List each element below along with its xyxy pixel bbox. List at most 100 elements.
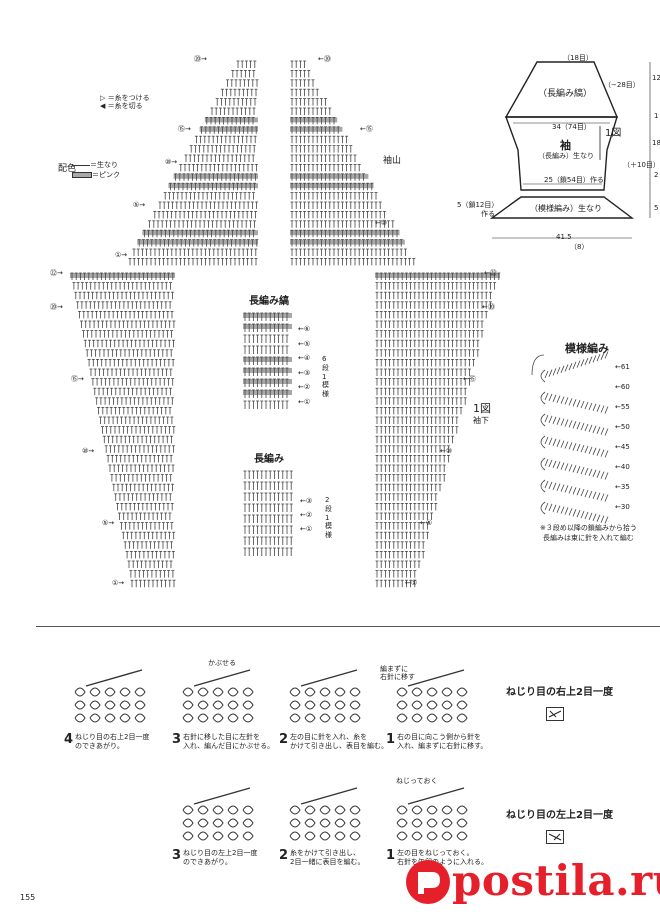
pattern-stitch <box>560 484 565 492</box>
pattern-row-num: ←45 <box>615 443 630 451</box>
pattern-stitch <box>588 512 593 521</box>
sodeshita-label: 袖下 <box>473 416 489 425</box>
pink-band <box>375 273 500 278</box>
pattern-stitch <box>600 352 605 360</box>
right-num-4: 5 <box>654 204 659 212</box>
sleeve-stripe: （長編み縞） <box>538 89 593 99</box>
pattern-stitch <box>580 444 585 453</box>
step-top-1-caption: 右の目に向こう側から針を 入れ、編まずに右針に移す。 <box>397 733 488 750</box>
pattern-stitch <box>576 360 581 368</box>
stripe-row-num: ←④ <box>298 354 311 362</box>
sleeve-top: （18目） <box>563 54 593 62</box>
sleeve-width: 34（74目） <box>552 123 591 131</box>
color-label: 配色 <box>58 164 77 174</box>
step-top-3-caption: 右針に移した目に左針を 入れ、編んだ目にかぶせる。 <box>183 733 275 750</box>
pattern-stitch <box>584 489 589 498</box>
pattern-stitch <box>572 421 577 429</box>
pattern-stitch <box>580 510 585 519</box>
pattern-stitch <box>604 351 609 359</box>
pattern-stitch <box>604 428 609 436</box>
legend: ▷ ＝糸をつける ◀ ＝糸を切る <box>100 94 150 110</box>
pattern-stitch <box>564 507 569 515</box>
pink-text: ＝ピンク <box>92 170 120 179</box>
row-num-side-left: ㉒→ <box>50 269 63 277</box>
pattern-stitch <box>564 364 569 372</box>
watermark-logo-icon <box>406 860 450 904</box>
stripe-row-num: ←⑥ <box>298 325 311 333</box>
step-top-3-num: 3 <box>172 732 182 747</box>
pattern-stitch <box>556 483 561 491</box>
row-num-side-right: ←⑳ <box>482 303 495 311</box>
note-line2: 長編みは束に針を入れて編む <box>543 534 634 542</box>
pattern-stitch <box>552 368 557 376</box>
step-top-illustration <box>74 669 146 723</box>
note-line1: ※３段め以降の鎖編みから拾う <box>540 524 637 532</box>
pattern-stitch <box>568 486 573 494</box>
pink-band <box>168 183 258 189</box>
pink-band <box>243 368 292 373</box>
pattern-turn <box>540 501 546 515</box>
pattern-stitch <box>576 444 581 452</box>
pattern-stitch <box>576 422 581 430</box>
pattern-stitch <box>584 511 589 520</box>
section-divider <box>36 626 660 627</box>
pink-band <box>243 357 292 362</box>
sleeve-schematic <box>489 61 651 239</box>
pattern-stitch <box>548 393 553 402</box>
step-bottom-illustration <box>182 787 254 841</box>
pattern-stitch <box>572 487 577 495</box>
pattern-stitch <box>548 503 553 512</box>
pattern-row-num: ←60 <box>615 383 630 391</box>
plain-row-num: ←① <box>300 525 313 533</box>
row-num-side-right: ←⑩ <box>440 447 453 455</box>
pattern-stitch <box>576 510 581 518</box>
pink-band <box>243 390 292 395</box>
pattern-stitch <box>584 467 589 476</box>
pattern-stitch <box>592 355 597 363</box>
pink-band <box>290 173 369 179</box>
pattern-stitch <box>544 480 549 489</box>
pattern-stitch <box>592 513 597 521</box>
pattern-stitch <box>584 423 589 432</box>
pattern-stitch <box>552 504 557 512</box>
pattern-stitch <box>560 396 565 404</box>
pattern-stitch <box>552 416 557 424</box>
pattern-stitch <box>596 448 601 456</box>
sleeve-minus28: （−28目） <box>604 81 640 89</box>
pattern-turn <box>540 479 546 493</box>
step-top-tag: 編まずに 右針に移す <box>380 665 415 681</box>
pattern-stitch <box>576 488 581 496</box>
pattern-stitch <box>564 485 569 493</box>
pattern-stitch <box>556 505 561 513</box>
step-bottom-illustration <box>289 787 361 841</box>
pattern-stitch <box>600 515 605 523</box>
pink-band <box>290 117 338 123</box>
pattern-stitch <box>600 471 605 479</box>
row-num-left: ⑤→ <box>133 201 146 209</box>
pink-band <box>173 173 258 179</box>
pattern-row-num: ←40 <box>615 463 630 471</box>
right-num-2: 18 <box>652 139 660 147</box>
row-num-side-left: ⑩→ <box>82 447 95 455</box>
row-num-side-left: ①→ <box>112 579 125 587</box>
pattern-stitch <box>596 426 601 434</box>
pattern-stitch <box>544 436 549 445</box>
step-top-illustration <box>396 669 468 723</box>
pattern-stitch <box>568 420 573 428</box>
pattern-stitch <box>584 445 589 454</box>
attach-text: ＝糸をつける <box>107 94 150 102</box>
row-num-side-right: ←⑮ <box>463 375 476 383</box>
step-top-1-num: 1 <box>386 732 396 747</box>
step-top-tag: かぶせる <box>208 659 236 667</box>
pink-band <box>290 230 400 236</box>
pattern-stitch <box>596 492 601 500</box>
pattern-stitch <box>580 400 585 409</box>
pattern-stitch <box>564 441 569 449</box>
pattern-stitch <box>576 466 581 474</box>
pattern-stitch <box>580 488 585 497</box>
pattern-stitch <box>596 470 601 478</box>
row-num-left: ⑮→ <box>178 125 191 133</box>
step-bottom-tag: ねじっておく <box>396 777 438 785</box>
pattern-stitch <box>544 392 549 401</box>
sleeve-body-shape <box>505 116 618 191</box>
